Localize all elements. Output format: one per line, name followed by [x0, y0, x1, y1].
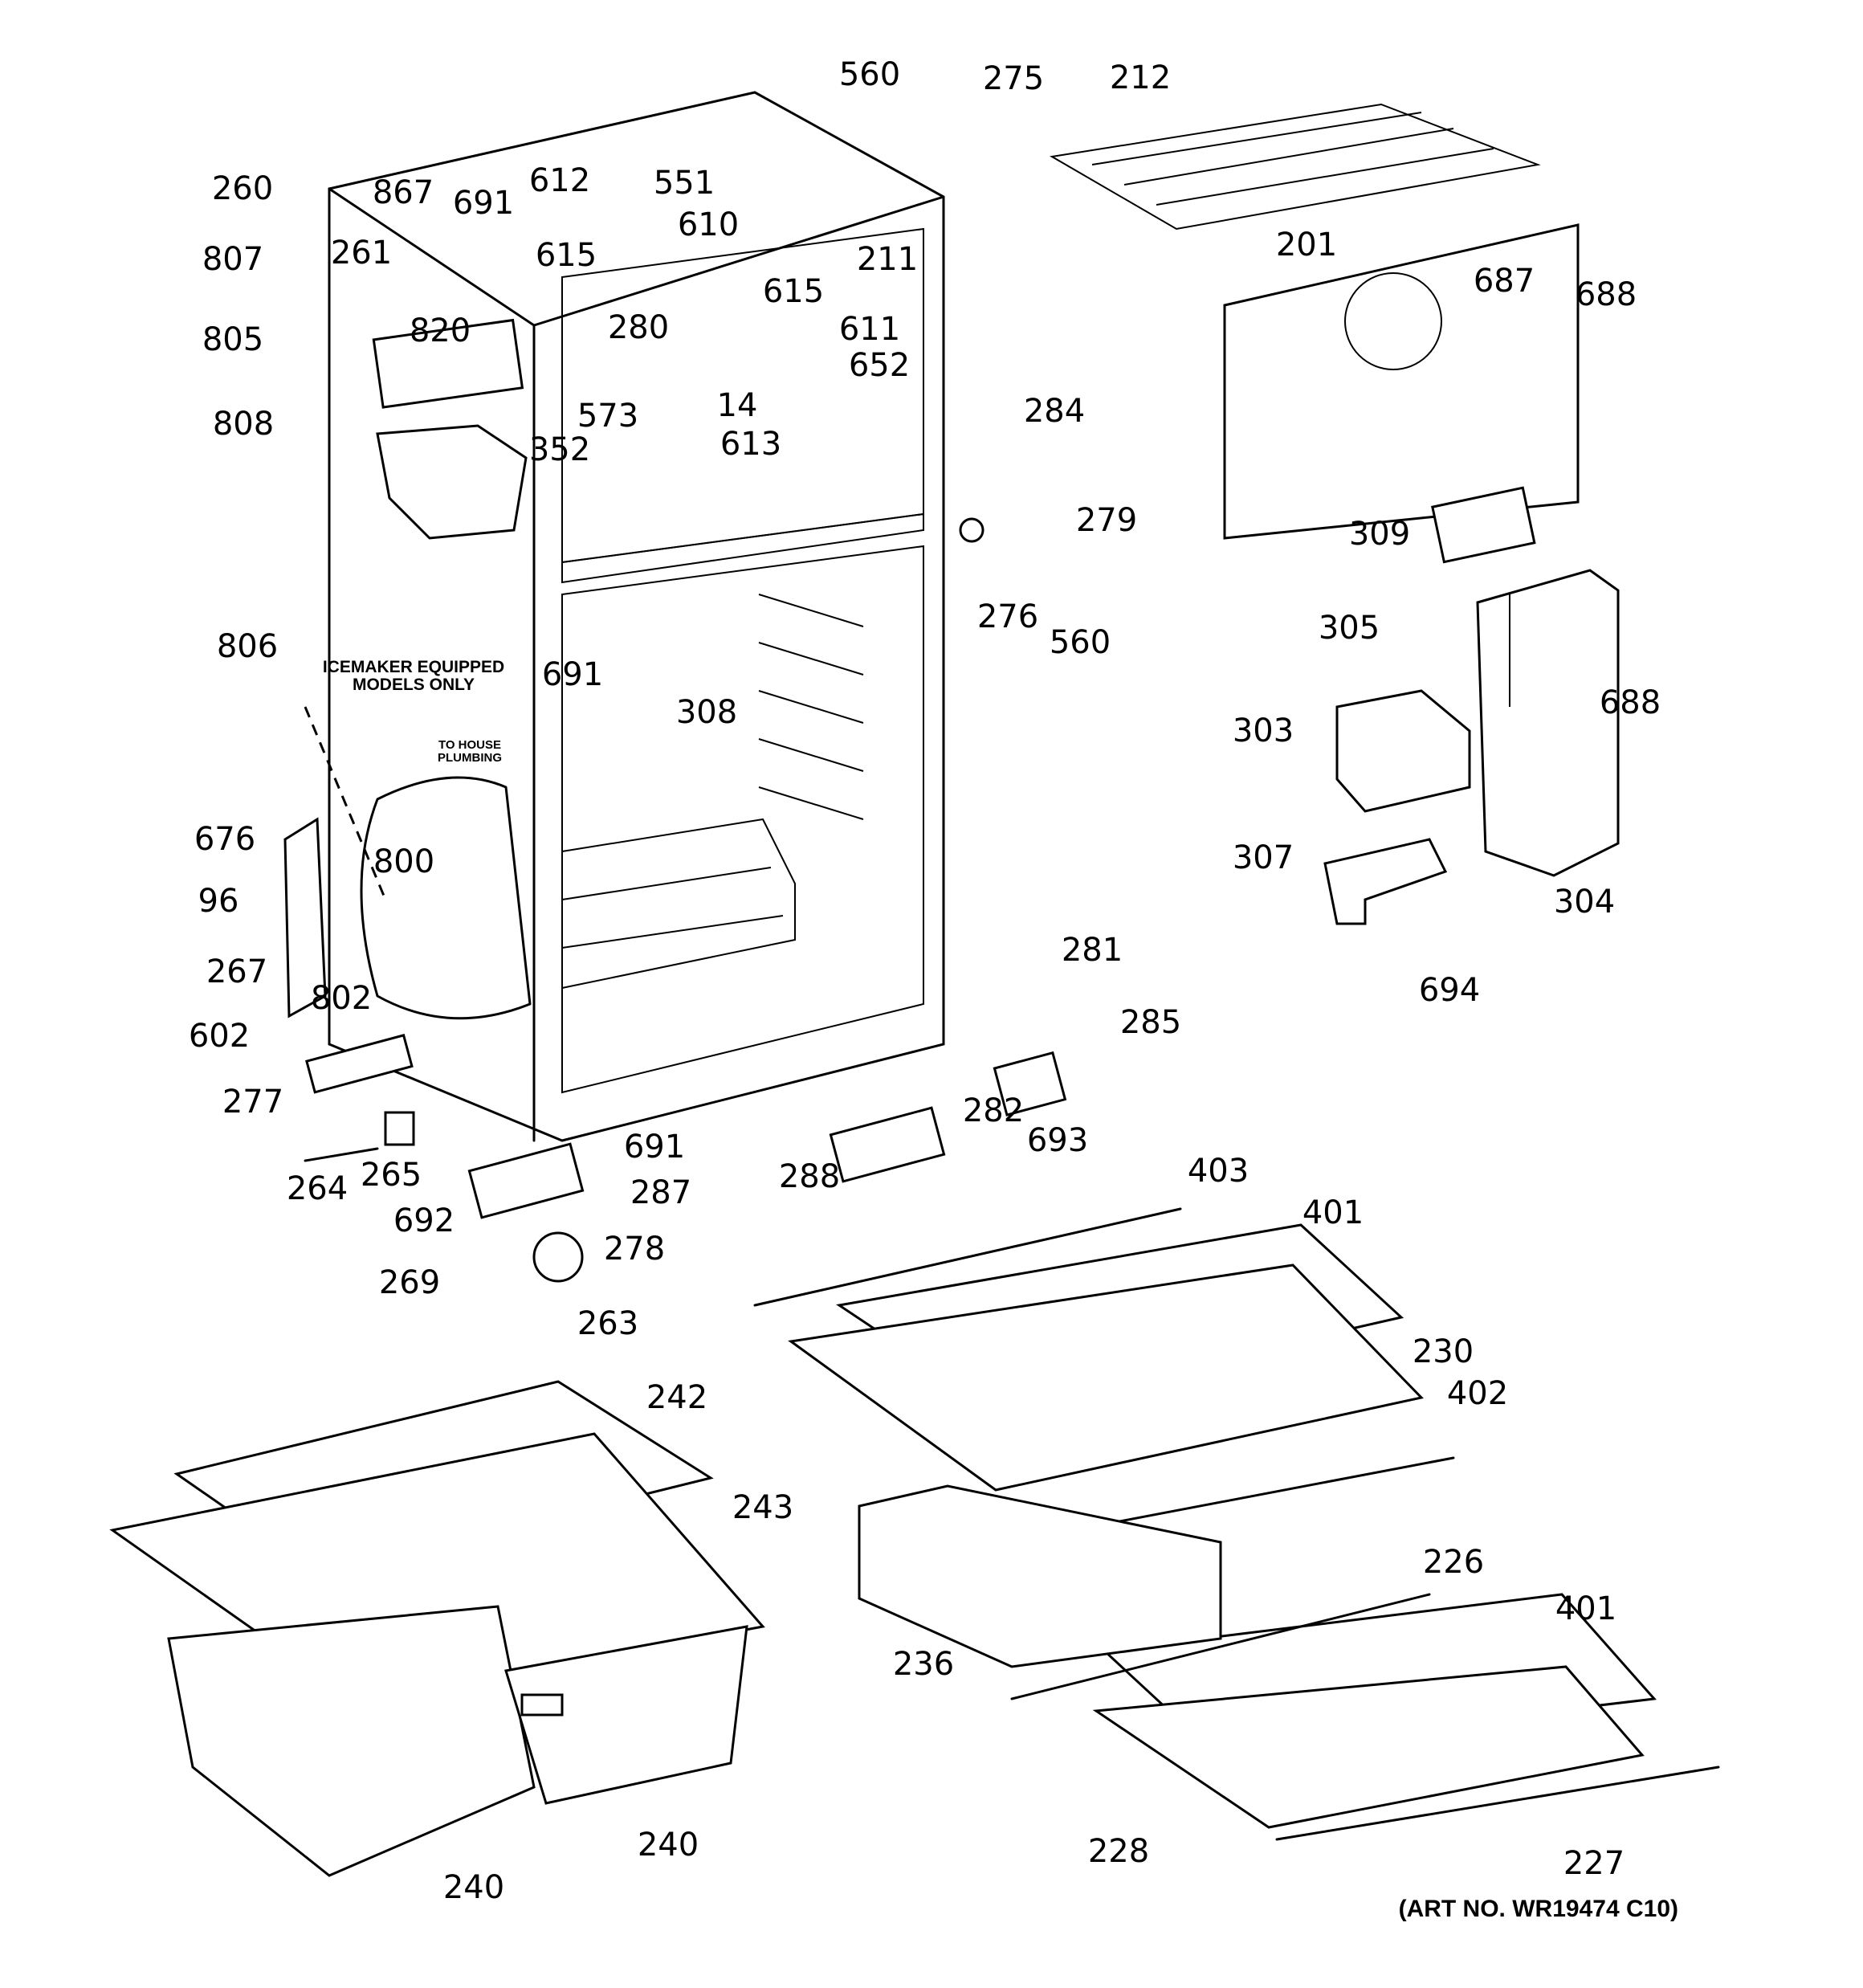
fresh-shelves [788, 1223, 1657, 1829]
dispenser-housing [1476, 569, 1620, 877]
part-label: 227 [1563, 1845, 1625, 1882]
part-label: 308 [675, 694, 738, 731]
part-label: 307 [1232, 839, 1294, 876]
part-label: 242 [646, 1379, 708, 1416]
part-label: 303 [1232, 712, 1294, 749]
part-label: 402 [1446, 1375, 1509, 1412]
part-label: 240 [637, 1827, 699, 1863]
part-label: 269 [378, 1264, 441, 1301]
part-label: 691 [541, 656, 604, 693]
part-label: 800 [373, 843, 435, 880]
part-label: 14 [716, 387, 758, 424]
ice-bucket [376, 424, 528, 540]
part-label: 212 [1109, 59, 1172, 96]
part-label: 309 [1348, 516, 1411, 553]
part-label: 693 [1026, 1122, 1089, 1159]
part-label: 688 [1599, 684, 1661, 721]
part-label: 277 [222, 1084, 284, 1121]
drip-tray [1323, 838, 1448, 925]
part-label: 226 [1422, 1544, 1485, 1581]
plumbing-note: TO HOUSE PLUMBING [438, 738, 502, 765]
part-label: 96 [198, 883, 239, 920]
part-label: 551 [653, 165, 715, 202]
part-label: 230 [1412, 1333, 1474, 1370]
part-label: 280 [607, 309, 670, 346]
evaporator-cover [1223, 223, 1580, 540]
part-label: 279 [1075, 502, 1138, 539]
part-label: 211 [856, 241, 919, 278]
part-label: 807 [202, 241, 264, 278]
part-label: 228 [1087, 1833, 1150, 1870]
part-label: 691 [452, 185, 515, 222]
part-label: 401 [1302, 1194, 1364, 1231]
part-label: 688 [1575, 276, 1637, 313]
part-label: 275 [982, 60, 1045, 97]
part-label: 305 [1318, 610, 1380, 647]
part-label: 263 [577, 1305, 639, 1342]
part-label: 287 [630, 1174, 692, 1211]
part-label: 304 [1553, 884, 1616, 921]
part-label: 560 [838, 56, 901, 93]
part-label: 240 [442, 1869, 505, 1906]
part-label: 560 [1049, 624, 1111, 661]
part-label: 403 [1187, 1153, 1249, 1190]
part-label: 867 [372, 174, 434, 211]
label-plate [1431, 486, 1536, 564]
part-label: 261 [330, 235, 393, 271]
hardware [304, 517, 1067, 1717]
part-label: 267 [206, 953, 268, 990]
part-label: 613 [720, 426, 782, 463]
part-label: 610 [677, 206, 740, 243]
crisper-assembly [109, 1380, 765, 1877]
part-label: 820 [409, 312, 471, 349]
part-label: 264 [286, 1170, 349, 1207]
part-label: 806 [216, 628, 279, 665]
crisper-drawer [858, 1484, 1222, 1668]
part-label: 615 [535, 237, 597, 274]
part-label: 611 [838, 311, 901, 348]
part-label: 201 [1275, 227, 1338, 263]
part-label: 694 [1418, 972, 1481, 1009]
plumbing-cutout [360, 776, 532, 1020]
part-label: 265 [360, 1157, 422, 1194]
part-label: 278 [603, 1231, 666, 1268]
part-label: 805 [202, 321, 264, 358]
art-number: (ART NO. WR19474 C10) [1398, 1896, 1678, 1922]
part-label: 282 [962, 1092, 1025, 1129]
ice-chute [1335, 689, 1471, 813]
cabinet [328, 91, 945, 1142]
wire-shelf [1050, 103, 1541, 231]
part-label: 276 [976, 598, 1039, 635]
icemaker-note: ICEMAKER EQUIPPED MODELS ONLY [322, 658, 505, 695]
part-label: 612 [528, 162, 591, 199]
part-label: 687 [1473, 263, 1535, 300]
part-label: 802 [310, 980, 373, 1017]
part-label: 692 [393, 1202, 455, 1239]
part-label: 615 [762, 273, 825, 310]
part-label: 676 [194, 821, 256, 858]
part-label: 285 [1119, 1004, 1182, 1041]
part-label: 281 [1061, 932, 1123, 969]
part-label: 573 [577, 398, 639, 435]
part-label: 352 [528, 431, 591, 468]
part-label: 288 [778, 1158, 841, 1195]
part-label: 260 [211, 170, 274, 207]
part-label: 236 [892, 1646, 955, 1683]
part-label: 808 [212, 406, 275, 443]
part-label: 652 [848, 347, 911, 384]
part-label: 691 [623, 1129, 686, 1165]
side-bracket [283, 817, 327, 1018]
part-label: 401 [1555, 1590, 1617, 1627]
part-label: 602 [188, 1018, 251, 1055]
icemaker [372, 318, 524, 409]
part-label: 284 [1023, 393, 1086, 430]
part-label: 243 [732, 1489, 794, 1526]
